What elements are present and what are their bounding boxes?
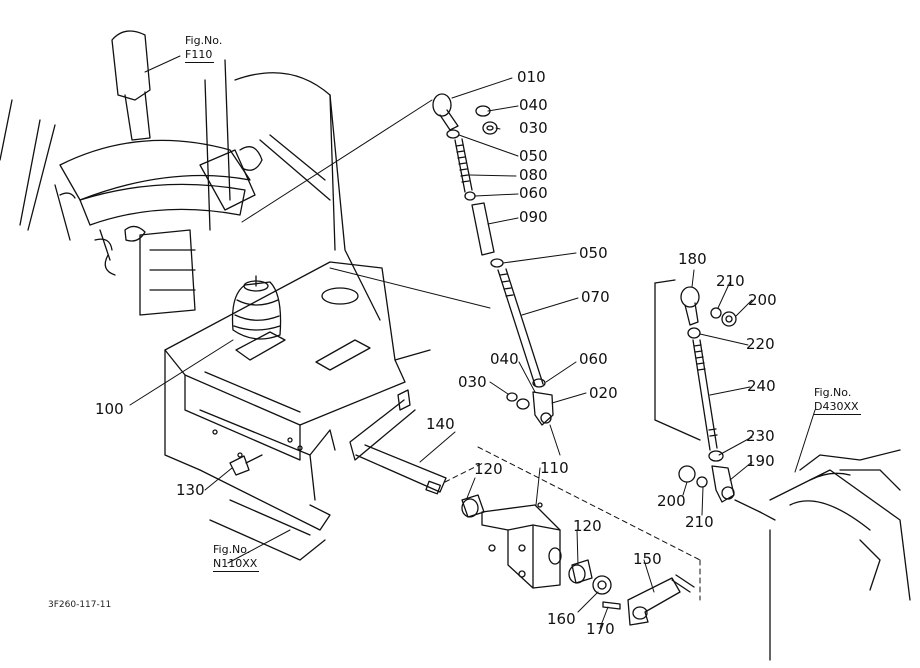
fig-ref-n110xx[interactable]: Fig.No. N110XX (213, 543, 260, 572)
part-label-040: 040 (519, 96, 548, 114)
washer-160 (592, 575, 612, 595)
part-label-200: 200 (748, 291, 777, 309)
part-label-040-lower: 040 (490, 350, 519, 368)
fig-ref-n110xx-code: N110XX (213, 556, 260, 572)
part-label-090: 090 (519, 208, 548, 226)
part-label-060: 060 (519, 184, 548, 202)
part-label-160: 160 (547, 610, 576, 628)
part-label-170: 170 (586, 620, 615, 638)
part-label-190: 190 (746, 452, 775, 470)
part-label-230: 230 (746, 427, 775, 445)
leader-lines (129, 55, 816, 629)
part-label-010: 010 (517, 68, 546, 86)
part-label-110: 110 (540, 459, 569, 477)
fig-ref-d430xx-label: Fig.No. (814, 386, 852, 399)
part-label-210-lower: 210 (685, 513, 714, 531)
fig-ref-d430xx[interactable]: Fig.No. D430XX (814, 386, 861, 415)
bushing-120-upper (461, 494, 485, 518)
shift-arm (349, 389, 447, 495)
fig-ref-f110-label: Fig.No. (185, 34, 223, 47)
part-label-120-lower: 120 (573, 517, 602, 535)
part-label-030: 030 (519, 119, 548, 137)
part-label-120: 120 (474, 460, 503, 478)
fig-ref-d430xx-code: D430XX (814, 399, 861, 415)
part-label-210: 210 (716, 272, 745, 290)
part-label-030-lower: 030 (458, 373, 487, 391)
shift-boot (231, 275, 282, 340)
part-label-220: 220 (746, 335, 775, 353)
part-label-060-lower: 060 (579, 350, 608, 368)
right-rod-assembly (654, 279, 761, 513)
upper-rod-assembly (432, 93, 554, 426)
bracket-110 (481, 502, 562, 589)
steering-column-assembly (0, 30, 381, 321)
part-label-070: 070 (581, 288, 610, 306)
part-label-150: 150 (633, 550, 662, 568)
reference-lines (241, 99, 561, 456)
lower-frame (164, 349, 336, 561)
pin-170 (602, 601, 621, 610)
part-label-130: 130 (176, 481, 205, 499)
fig-ref-f110[interactable]: Fig.No. F110 (185, 34, 222, 63)
part-label-020: 020 (589, 384, 618, 402)
part-label-240: 240 (747, 377, 776, 395)
right-frame (759, 449, 911, 661)
part-label-140: 140 (426, 415, 455, 433)
part-label-200-lower: 200 (657, 492, 686, 510)
arm-150 (627, 574, 695, 626)
part-label-180: 180 (678, 250, 707, 268)
bushing-120-lower (568, 559, 593, 584)
part-label-080: 080 (519, 166, 548, 184)
part-label-100: 100 (95, 400, 124, 418)
drawing-code: 3F260-117-11 (48, 600, 112, 610)
bolt-130 (229, 454, 263, 476)
fig-ref-n110xx-label: Fig.No. (213, 543, 251, 556)
floor-plate (164, 261, 431, 461)
fig-ref-f110-code: F110 (185, 47, 215, 63)
dashed-outline (444, 446, 701, 601)
part-label-050: 050 (519, 147, 548, 165)
part-label-050-lower: 050 (579, 244, 608, 262)
